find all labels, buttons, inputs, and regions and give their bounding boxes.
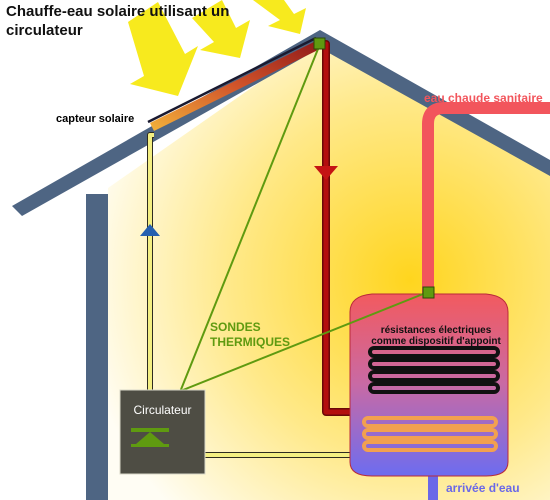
resistances-label: résistances électriques comme dispositif… — [371, 325, 501, 347]
electric-resistance — [368, 358, 500, 370]
thermal-probes-label: SONDES THERMIQUES — [210, 320, 291, 349]
flow-up-arrow — [140, 224, 160, 236]
water-inlet-label: arrivée d'eau — [446, 481, 520, 495]
probe-line — [177, 291, 429, 393]
sun-arrow — [192, 0, 250, 58]
circulator-pump-base — [131, 444, 169, 447]
electric-resistance — [368, 346, 500, 358]
electric-resistance — [368, 382, 500, 394]
hot-water-label: eau chaude sanitaire — [424, 91, 543, 105]
flow-down-arrow — [314, 166, 338, 180]
sun-arrow — [253, 0, 306, 34]
diagram-title: Chauffe-eau solaire utilisant un circula… — [6, 3, 230, 39]
heat-exchanger-coil — [362, 416, 498, 428]
heat-exchanger-coil — [362, 428, 498, 440]
electric-resistance — [368, 370, 500, 382]
solar-collector-edge — [147, 36, 317, 124]
circulator-label: Circulateur — [133, 403, 192, 417]
solar-collector-label: capteur solaire — [56, 113, 135, 125]
circulator-pump-icon — [136, 432, 164, 444]
circulator-pump-line — [131, 428, 169, 432]
solar-collector — [150, 40, 322, 131]
house-wall — [86, 194, 108, 500]
probe-line — [179, 43, 321, 393]
probe-sensor — [422, 286, 435, 299]
water-inlet-pipe — [428, 466, 438, 500]
probe-sensor — [313, 37, 326, 50]
hot-water-pipe — [422, 102, 550, 300]
sun-arrow — [128, 2, 198, 96]
heat-exchanger-coil — [362, 440, 498, 452]
